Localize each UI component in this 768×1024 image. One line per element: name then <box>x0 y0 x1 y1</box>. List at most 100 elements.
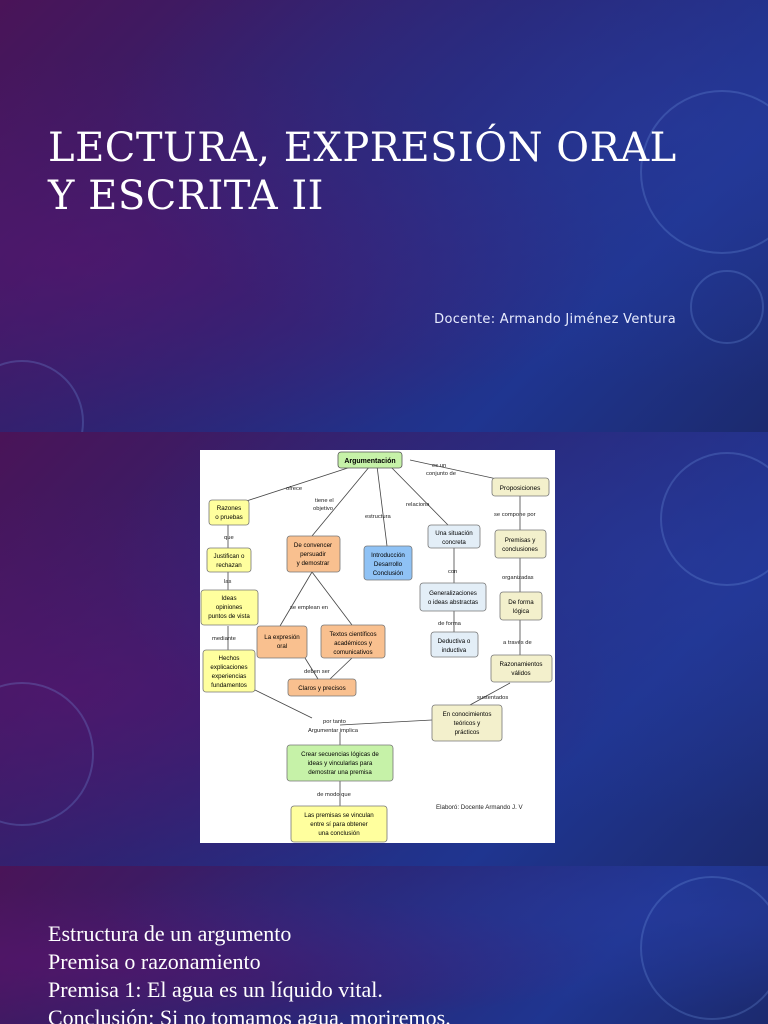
svg-text:Introducción: Introducción <box>371 552 405 559</box>
svg-text:puntos de vista: puntos de vista <box>208 613 250 620</box>
svg-text:Claros y precisos: Claros y precisos <box>298 685 345 692</box>
connector-lines <box>227 459 521 806</box>
decor-ring <box>0 360 84 432</box>
label-conjunto: conjunto de <box>426 471 456 477</box>
node-hechos: Hechos explicaciones experiencias fundam… <box>202 649 256 693</box>
svg-text:fundamentos: fundamentos <box>211 682 247 689</box>
svg-text:Razones: Razones <box>217 505 241 512</box>
svg-text:inductiva: inductiva <box>442 647 467 654</box>
node-argumentacion: Argumentación <box>337 451 403 469</box>
svg-text:académicos y: académicos y <box>334 640 373 647</box>
label-es-un: es un <box>432 463 446 469</box>
label-estructura: estructura <box>365 514 392 520</box>
label-deben-ser: deben ser <box>304 669 330 675</box>
svg-text:Argumentación: Argumentación <box>344 458 395 465</box>
argument-slide: Estructura de un argumento Premisa o raz… <box>0 866 768 1024</box>
svg-text:rechazan: rechazan <box>216 562 242 569</box>
svg-text:teóricos y: teóricos y <box>454 720 481 727</box>
svg-text:o pruebas: o pruebas <box>215 514 243 521</box>
svg-text:concreta: concreta <box>442 539 466 546</box>
label-sustentados: sustentados <box>477 695 508 701</box>
svg-text:opiniones: opiniones <box>216 604 243 611</box>
svg-text:conclusiones: conclusiones <box>502 546 538 553</box>
label-objetivo: objetivo <box>313 506 333 512</box>
node-textos: Textos científicos académicos y comunica… <box>320 624 386 659</box>
node-claros: Claros y precisos <box>287 678 357 697</box>
label-con: con <box>448 569 457 575</box>
label-relaciona: relaciona <box>406 502 430 508</box>
text-line: Premisa o razonamiento <box>48 949 261 974</box>
node-crear-secuencias: Crear secuencias lógicas de ideas y vinc… <box>286 744 394 782</box>
svg-text:Hechos: Hechos <box>219 655 240 662</box>
svg-text:La expresión: La expresión <box>264 634 300 641</box>
svg-text:o ideas abstractas: o ideas abstractas <box>428 599 478 606</box>
svg-text:Una situación: Una situación <box>435 530 473 537</box>
title-slide: LECTURA, EXPRESIÓN ORAL Y ESCRITA II Doc… <box>0 0 768 432</box>
node-proposiciones: Proposiciones <box>491 477 550 497</box>
concept-map-image: Argumentación Proposiciones Razones o pr… <box>200 450 555 843</box>
decor-ring <box>0 682 94 826</box>
svg-text:experiencias: experiencias <box>212 673 247 680</box>
svg-text:De convencer: De convencer <box>294 542 332 549</box>
decor-ring <box>640 876 768 1020</box>
node-convencer: De convencer persuadir y demostrar <box>286 535 341 573</box>
svg-text:explicaciones: explicaciones <box>210 664 247 671</box>
text-line: Premisa 1: El agua es un líquido vital. <box>48 977 383 1002</box>
svg-text:persuadir: persuadir <box>300 551 326 558</box>
concept-map-slide: Argumentación Proposiciones Razones o pr… <box>0 432 768 866</box>
node-razones: Razones o pruebas <box>208 499 250 526</box>
svg-text:Premisas y: Premisas y <box>505 537 537 544</box>
svg-text:Ideas: Ideas <box>221 595 236 602</box>
svg-text:Las premisas se vinculan: Las premisas se vinculan <box>304 812 374 819</box>
svg-text:Crear secuencias lógicas de: Crear secuencias lógicas de <box>301 751 379 758</box>
label-se-emplean: se emplean en <box>290 605 328 611</box>
slide-body-text: Estructura de un argumento Premisa o raz… <box>48 920 451 1024</box>
label-ofrece: ofrece <box>286 486 302 492</box>
svg-text:lógica: lógica <box>513 608 530 615</box>
node-de-forma-logica: De forma lógica <box>499 591 543 621</box>
link-labels: ofrece tiene el objetivo estructura rela… <box>212 463 536 811</box>
presenter-name: Docente: Armando Jiménez Ventura <box>434 312 676 327</box>
svg-text:oral: oral <box>277 643 287 650</box>
label-de-modo-que: de modo que <box>317 792 351 798</box>
svg-text:Textos científicos: Textos científicos <box>329 631 376 638</box>
svg-text:y demostrar: y demostrar <box>297 560 330 567</box>
node-introduccion: Introducción Desarrollo Conclusión <box>363 545 413 581</box>
decor-ring <box>690 270 764 344</box>
svg-text:Deductiva o: Deductiva o <box>438 638 471 645</box>
label-se-compone: se compone por <box>494 512 536 518</box>
svg-text:En conocimientos: En conocimientos <box>443 711 492 718</box>
node-situacion: Una situación concreta <box>427 524 481 549</box>
label-organizadas: organizadas <box>502 575 534 581</box>
svg-text:entre sí para obtener: entre sí para obtener <box>310 821 367 828</box>
decor-ring <box>660 452 768 586</box>
text-line: Conclusión: Si no tomamos agua, moriremo… <box>48 1005 451 1024</box>
svg-text:Razonamientos: Razonamientos <box>500 661 543 668</box>
concept-map: Argumentación Proposiciones Razones o pr… <box>200 451 553 843</box>
label-mediante: mediante <box>212 636 236 642</box>
svg-text:prácticos: prácticos <box>455 729 480 736</box>
svg-text:válidos: válidos <box>511 670 530 677</box>
node-razonamientos: Razonamientos válidos <box>490 654 553 683</box>
label-por-tanto: por tanto <box>323 719 346 725</box>
svg-text:comunicativos: comunicativos <box>333 649 372 656</box>
label-argumentar-implica: Argumentar implica <box>308 728 359 734</box>
presentation-title: LECTURA, EXPRESIÓN ORAL Y ESCRITA II <box>48 125 677 219</box>
label-que: que <box>224 535 234 541</box>
svg-text:Proposiciones: Proposiciones <box>500 485 542 492</box>
node-premisas-vinculan: Las premisas se vinculan entre sí para o… <box>290 805 388 843</box>
svg-text:De forma: De forma <box>508 599 534 606</box>
node-ideas: Ideas opiniones puntos de vista <box>200 589 259 626</box>
node-generalizaciones: Generalizaciones o ideas abstractas <box>419 582 487 612</box>
node-expresion-oral: La expresión oral <box>256 625 308 659</box>
node-premisas: Premisas y conclusiones <box>494 529 547 559</box>
svg-text:Conclusión: Conclusión <box>373 570 404 577</box>
node-conocimientos: En conocimientos teóricos y prácticos <box>431 704 503 742</box>
svg-text:demostrar una premisa: demostrar una premisa <box>308 769 372 776</box>
node-deductiva: Deductiva o inductiva <box>430 631 479 658</box>
svg-text:Justifican o: Justifican o <box>214 553 246 560</box>
label-a-traves: a través de <box>503 640 532 646</box>
author-credit: Elaboró: Docente Armando J. V <box>436 804 524 811</box>
label-tiene-el: tiene el <box>315 498 334 504</box>
text-line: Estructura de un argumento <box>48 921 292 946</box>
